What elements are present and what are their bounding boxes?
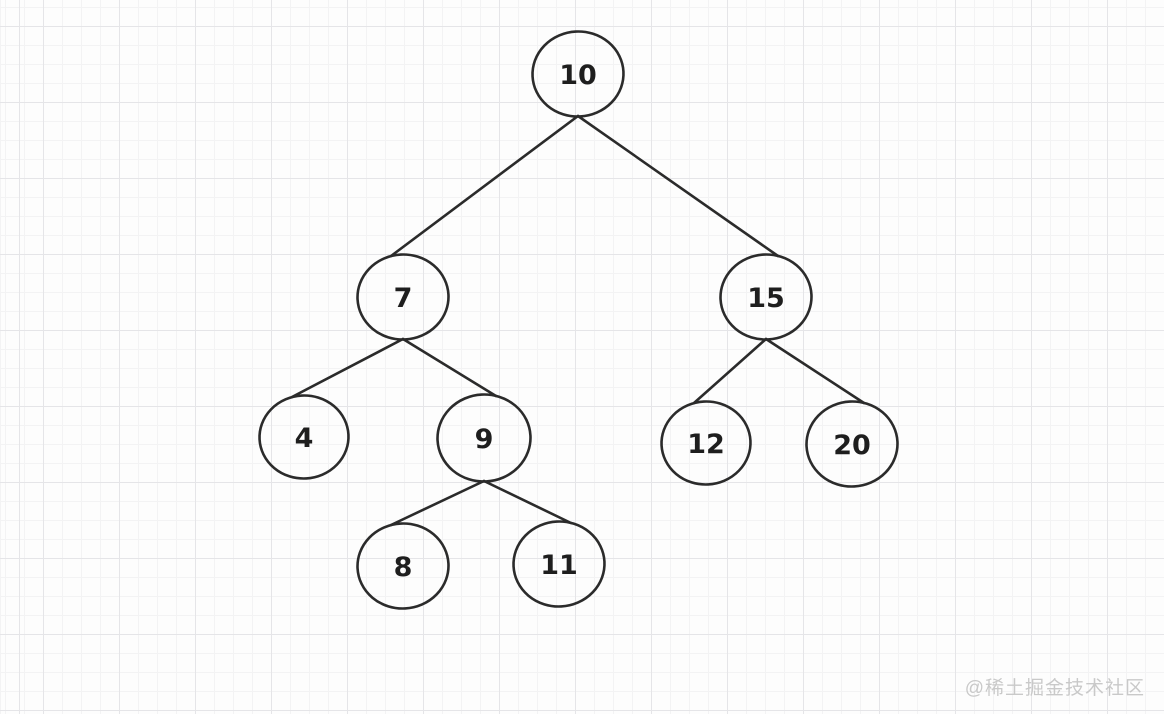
node-label: 7 bbox=[394, 283, 413, 314]
node-label: 8 bbox=[394, 552, 413, 583]
tree-node-9: 9 bbox=[436, 393, 532, 483]
node-circle bbox=[805, 400, 899, 488]
tree-node-8: 8 bbox=[356, 522, 450, 610]
tree-edge-7-9 bbox=[401, 337, 498, 398]
tree-edge-15-12 bbox=[692, 337, 768, 405]
node-circle bbox=[660, 400, 752, 486]
node-circle bbox=[356, 253, 450, 341]
tree-edge-9-11 bbox=[482, 479, 573, 525]
watermark: @稀土掘金技术社区 bbox=[964, 678, 1145, 699]
node-circle bbox=[436, 393, 532, 483]
node-circle bbox=[356, 522, 450, 610]
tree-node-12: 12 bbox=[660, 400, 752, 486]
node-circle bbox=[258, 394, 350, 480]
tree-node-4: 4 bbox=[258, 394, 350, 480]
tree-node-10: 10 bbox=[531, 30, 625, 118]
node-label: 9 bbox=[475, 424, 494, 455]
node-circle bbox=[531, 30, 625, 118]
tree-node-7: 7 bbox=[356, 253, 450, 341]
tree-edge-10-7 bbox=[389, 114, 580, 258]
node-circle bbox=[512, 520, 606, 608]
tree-edge-9-8 bbox=[389, 479, 486, 527]
tree-node-11: 11 bbox=[512, 520, 606, 608]
node-label: 12 bbox=[687, 429, 725, 460]
tree-node-20: 20 bbox=[805, 400, 899, 488]
node-label: 11 bbox=[540, 550, 578, 581]
node-label: 20 bbox=[833, 430, 871, 461]
node-label: 10 bbox=[559, 60, 597, 91]
tree-edge-10-15 bbox=[576, 114, 780, 258]
node-label: 15 bbox=[747, 283, 785, 314]
tree-node-15: 15 bbox=[719, 253, 813, 341]
node-circle bbox=[719, 253, 813, 341]
tree-edge-7-4 bbox=[290, 337, 405, 399]
tree-edge-15-20 bbox=[764, 337, 866, 405]
node-label: 4 bbox=[295, 423, 314, 454]
